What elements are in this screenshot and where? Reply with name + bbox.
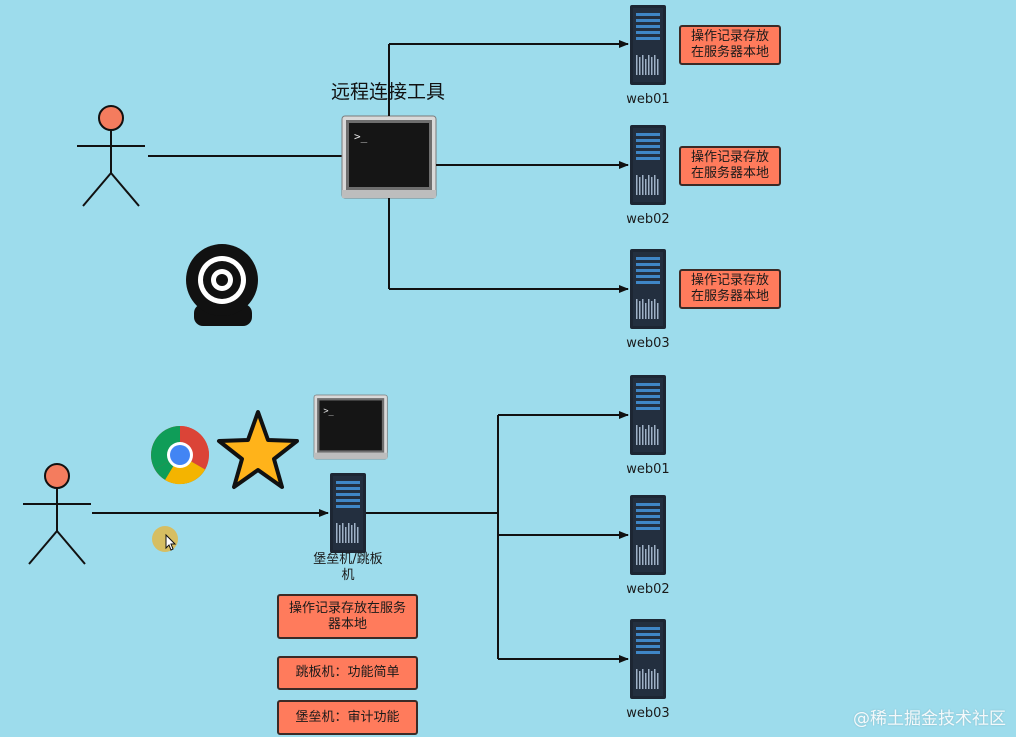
note-line: 跳板机：功能简单: [295, 665, 400, 680]
bastion-note-audit: 堡垒机：审计功能: [277, 700, 418, 735]
top-server-web02-icon: [630, 125, 666, 205]
top-person-icon: [76, 105, 146, 207]
note-line: 操作记录存放: [690, 150, 769, 165]
bottom-server-web01-icon: [630, 375, 666, 455]
bottom-server-web02-label: web02: [626, 582, 670, 597]
bottom-terminal-icon: [313, 394, 388, 460]
note-line: 操作记录存放: [690, 273, 769, 288]
bastion-note-storage: 操作记录存放在服务 器本地: [277, 594, 418, 639]
cursor-icon: [152, 526, 178, 552]
note-line: 在服务器本地: [690, 166, 769, 181]
remote-tool-label: 远程连接工具: [330, 81, 445, 103]
note-line: 在服务器本地: [690, 289, 769, 304]
top-server-web03-icon: [630, 249, 666, 329]
bastion-server-icon: [330, 473, 366, 553]
note-line: 在服务器本地: [690, 45, 769, 60]
top-note-web02: 操作记录存放 在服务器本地: [679, 146, 781, 186]
top-note-web01: 操作记录存放 在服务器本地: [679, 25, 781, 65]
star-icon: [217, 410, 299, 489]
bottom-server-web02-icon: [630, 495, 666, 575]
bottom-server-web03-label: web03: [626, 706, 670, 721]
note-line: 器本地: [327, 616, 367, 632]
bastion-label: 堡垒机/跳板 机: [300, 552, 396, 584]
top-server-web02-label: web02: [626, 212, 670, 227]
note-line: 操作记录存放在服务: [288, 600, 406, 616]
top-server-web01-icon: [630, 5, 666, 85]
top-server-web01-label: web01: [626, 92, 670, 107]
bottom-server-web01-label: web01: [626, 462, 670, 477]
remote-tool-terminal-icon: [341, 115, 437, 199]
bastion-label-line: 堡垒机/跳板: [313, 552, 383, 567]
webcam-icon: [186, 244, 258, 326]
watermark: @稀土掘金技术社区: [853, 709, 1006, 729]
top-note-web03: 操作记录存放 在服务器本地: [679, 269, 781, 309]
bottom-person-icon: [22, 463, 92, 565]
top-server-web03-label: web03: [626, 336, 670, 351]
bastion-label-line: 机: [341, 568, 355, 583]
note-line: 堡垒机：审计功能: [295, 709, 400, 725]
bottom-server-web03-icon: [630, 619, 666, 699]
bastion-note-jumpserver: 跳板机：功能简单: [277, 656, 418, 690]
note-line: 操作记录存放: [690, 29, 769, 44]
chrome-icon: [151, 426, 209, 485]
